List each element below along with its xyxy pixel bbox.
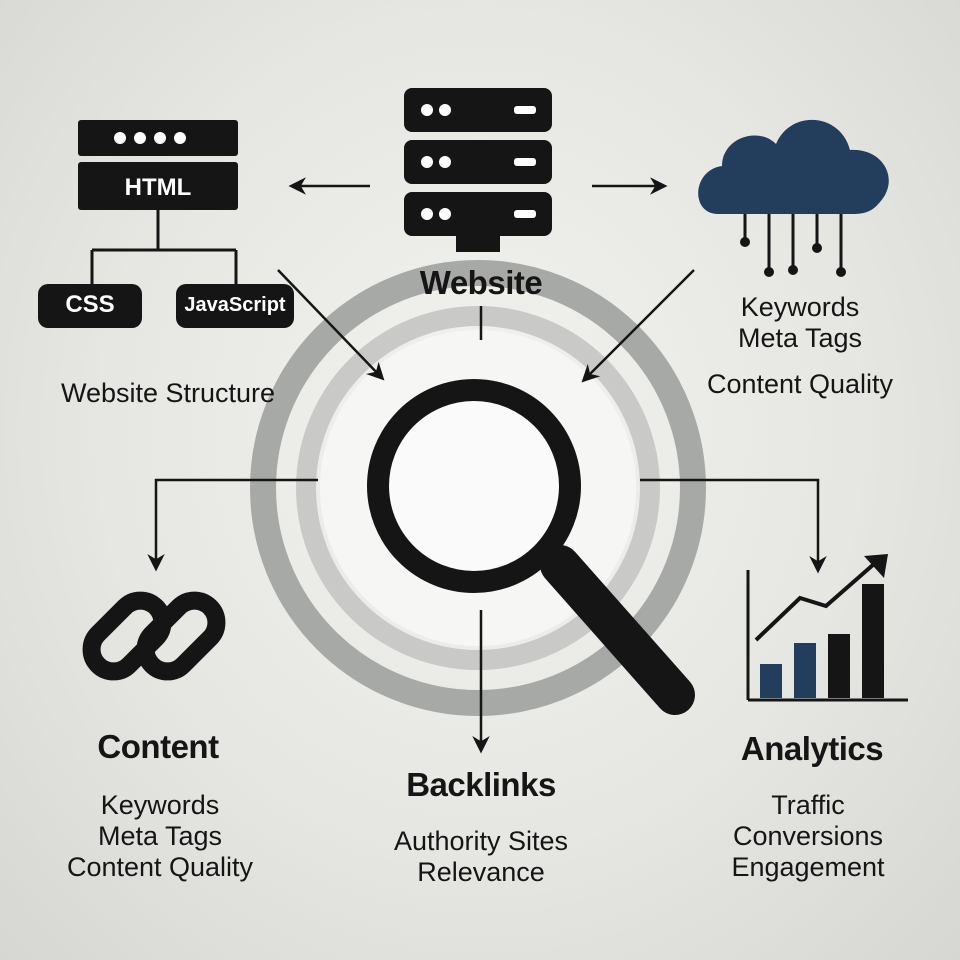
chart-bar xyxy=(794,643,816,698)
arrow-to-analytics xyxy=(640,478,827,574)
seo-factor-item: Content Quality xyxy=(706,369,894,399)
chain-link-icon xyxy=(82,591,226,681)
chart-bar xyxy=(862,584,884,698)
seo-factor-item: Keywords xyxy=(740,292,860,322)
cloud-network-icon xyxy=(698,119,889,277)
server-rack-icon xyxy=(404,88,552,252)
analytics-title: Analytics xyxy=(740,730,884,767)
content-item: Meta Tags xyxy=(97,821,223,851)
content-item: Content Quality xyxy=(66,852,254,882)
seo-factor-item: Meta Tags xyxy=(737,323,863,353)
magnifying-glass-icon xyxy=(367,379,695,715)
analytics-item: Traffic xyxy=(771,790,845,820)
arrow-to-content xyxy=(147,478,318,572)
arrow-cloud-to-lens xyxy=(581,269,695,383)
analytics-item: Conversions xyxy=(732,821,884,851)
arrow-structure-to-lens xyxy=(277,269,385,381)
analytics-list: Traffic Conversions Engagement xyxy=(731,790,884,883)
html-label: HTML xyxy=(124,174,192,201)
javascript-label: JavaScript xyxy=(184,294,286,316)
backlinks-item: Relevance xyxy=(417,857,545,887)
structure-caption: Website Structure xyxy=(60,378,276,408)
seo-factors-list: Keywords Meta Tags Content Quality xyxy=(707,292,893,400)
content-title: Content xyxy=(97,728,219,765)
website-title: Website xyxy=(419,264,543,301)
css-label: CSS xyxy=(65,291,115,318)
content-list: Keywords Meta Tags Content Quality xyxy=(67,790,253,883)
html-structure-icon xyxy=(38,120,294,328)
backlinks-item: Authority Sites xyxy=(393,826,569,856)
bar-chart-trend-icon xyxy=(746,554,908,702)
content-item: Keywords xyxy=(100,790,220,820)
backlinks-list: Authority Sites Relevance xyxy=(394,826,568,888)
backlinks-title: Backlinks xyxy=(406,766,556,803)
chart-bar xyxy=(760,664,782,698)
analytics-item: Engagement xyxy=(731,852,885,882)
chart-bar xyxy=(828,634,850,698)
